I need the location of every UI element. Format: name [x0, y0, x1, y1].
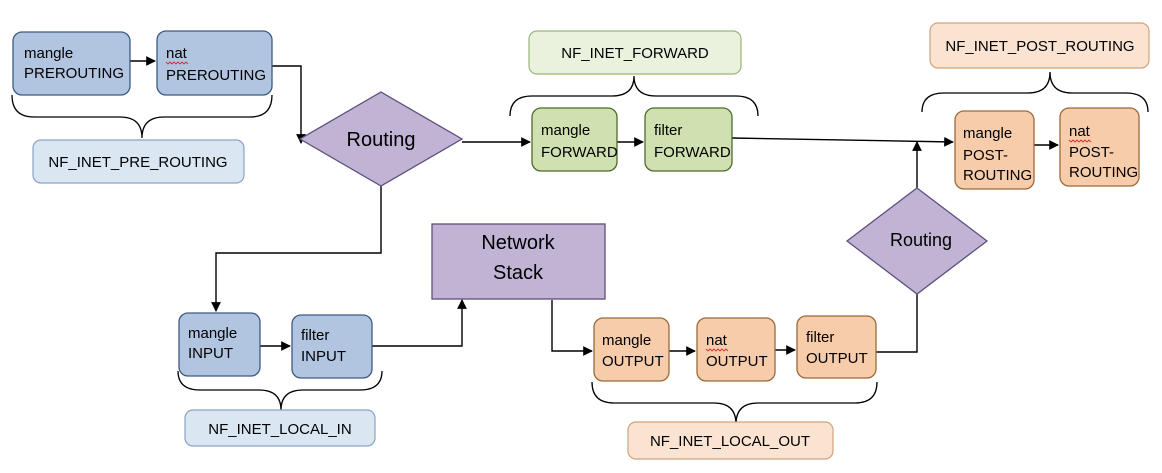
chain-nat-prerouting: nat PREROUTING: [156, 30, 273, 96]
chain-nat-postrouting-hook-1: POST-: [1069, 144, 1114, 161]
chain-filter-output: filter OUTPUT: [796, 315, 877, 379]
chain-filter-input: filter INPUT: [291, 314, 373, 379]
chain-mangle-input: mangle INPUT: [178, 312, 261, 377]
chain-filter-output-table: filter: [806, 329, 834, 346]
hook-local-out-label: NF_INET_LOCAL_OUT: [650, 433, 810, 450]
chain-mangle-forward-hook: FORWARD: [541, 144, 618, 161]
chain-filter-output-hook: OUTPUT: [806, 350, 868, 367]
chain-mangle-input-hook: INPUT: [188, 345, 233, 362]
arrow-prerouting-to-routing: [272, 65, 306, 144]
connectors: [130, 56, 1059, 356]
arrow-network-stack-to-output: [551, 300, 593, 356]
chain-mangle-output: mangle OUTPUT: [593, 317, 670, 382]
chain-mangle-input-table: mangle: [188, 325, 237, 342]
chain-mangle-prerouting-table: mangle: [24, 45, 73, 62]
brace-local-out: [591, 381, 878, 425]
hook-post-routing-label: NF_INET_POST_ROUTING: [945, 38, 1134, 55]
chain-nat-output-hook: OUTPUT: [706, 353, 768, 370]
chain-nat-postrouting: nat POST- ROUTING: [1059, 107, 1140, 187]
routing-decision-main-label: Routing: [347, 129, 416, 151]
arrow-input-to-network-stack: [372, 299, 467, 347]
hook-forward: NF_INET_FORWARD: [528, 30, 742, 75]
network-stack: Network Stack: [431, 223, 606, 300]
chain-mangle-postrouting-table: mangle: [963, 125, 1012, 142]
chain-mangle-output-table: mangle: [602, 332, 651, 349]
chain-nat-postrouting-hook-2: ROUTING: [1069, 164, 1138, 181]
chain-filter-forward: filter FORWARD: [644, 107, 733, 172]
spellcheck-underline: [1068, 139, 1092, 143]
routing-decision-output: Routing: [845, 187, 989, 295]
chain-mangle-forward: mangle FORWARD: [531, 107, 618, 172]
hook-pre-routing-label: NF_INET_PRE_ROUTING: [48, 154, 227, 171]
spellcheck-underline: [165, 61, 189, 65]
chain-mangle-postrouting: mangle POST- ROUTING: [954, 110, 1035, 190]
hook-local-in-label: NF_INET_LOCAL_IN: [208, 421, 351, 438]
chain-mangle-forward-table: mangle: [541, 122, 590, 139]
hook-local-out: NF_INET_LOCAL_OUT: [627, 421, 834, 460]
brace-forward: [509, 75, 759, 117]
arrow-output-to-routing: [876, 294, 918, 353]
brace-pre-routing: [11, 94, 273, 139]
arrow-forward-to-postrouting: [731, 136, 954, 147]
chain-mangle-prerouting: mangle PREROUTING: [12, 31, 131, 96]
routing-decision-output-label: Routing: [890, 230, 952, 250]
chain-filter-input-table: filter: [301, 327, 329, 344]
chain-mangle-output-hook: OUTPUT: [602, 353, 664, 370]
chain-mangle-postrouting-hook-2: ROUTING: [963, 167, 1032, 184]
chain-nat-postrouting-table: nat: [1069, 123, 1091, 140]
hook-local-in: NF_INET_LOCAL_IN: [184, 409, 376, 447]
chain-nat-prerouting-table: nat: [166, 45, 188, 62]
routing-decision-main: Routing: [298, 91, 464, 187]
arrow-routing-to-input: [211, 186, 382, 312]
chain-filter-forward-hook: FORWARD: [654, 144, 731, 161]
chain-filter-input-hook: INPUT: [301, 348, 346, 365]
chain-nat-prerouting-hook: PREROUTING: [166, 67, 266, 84]
brace-post-routing: [921, 71, 1149, 113]
hook-forward-label: NF_INET_FORWARD: [561, 45, 709, 62]
network-stack-label-line-1: Network: [481, 232, 555, 254]
hook-post-routing: NF_INET_POST_ROUTING: [929, 22, 1150, 69]
chain-mangle-prerouting-hook: PREROUTING: [24, 65, 124, 82]
chain-nat-output: nat OUTPUT: [696, 317, 776, 382]
hook-pre-routing: NF_INET_PRE_ROUTING: [32, 139, 245, 184]
chain-mangle-postrouting-hook-1: POST-: [963, 147, 1008, 164]
chain-nat-output-table: nat: [706, 332, 728, 349]
chain-filter-forward-table: filter: [654, 122, 682, 139]
spellcheck-underline: [705, 348, 729, 352]
network-stack-label-line-2: Stack: [493, 262, 544, 284]
